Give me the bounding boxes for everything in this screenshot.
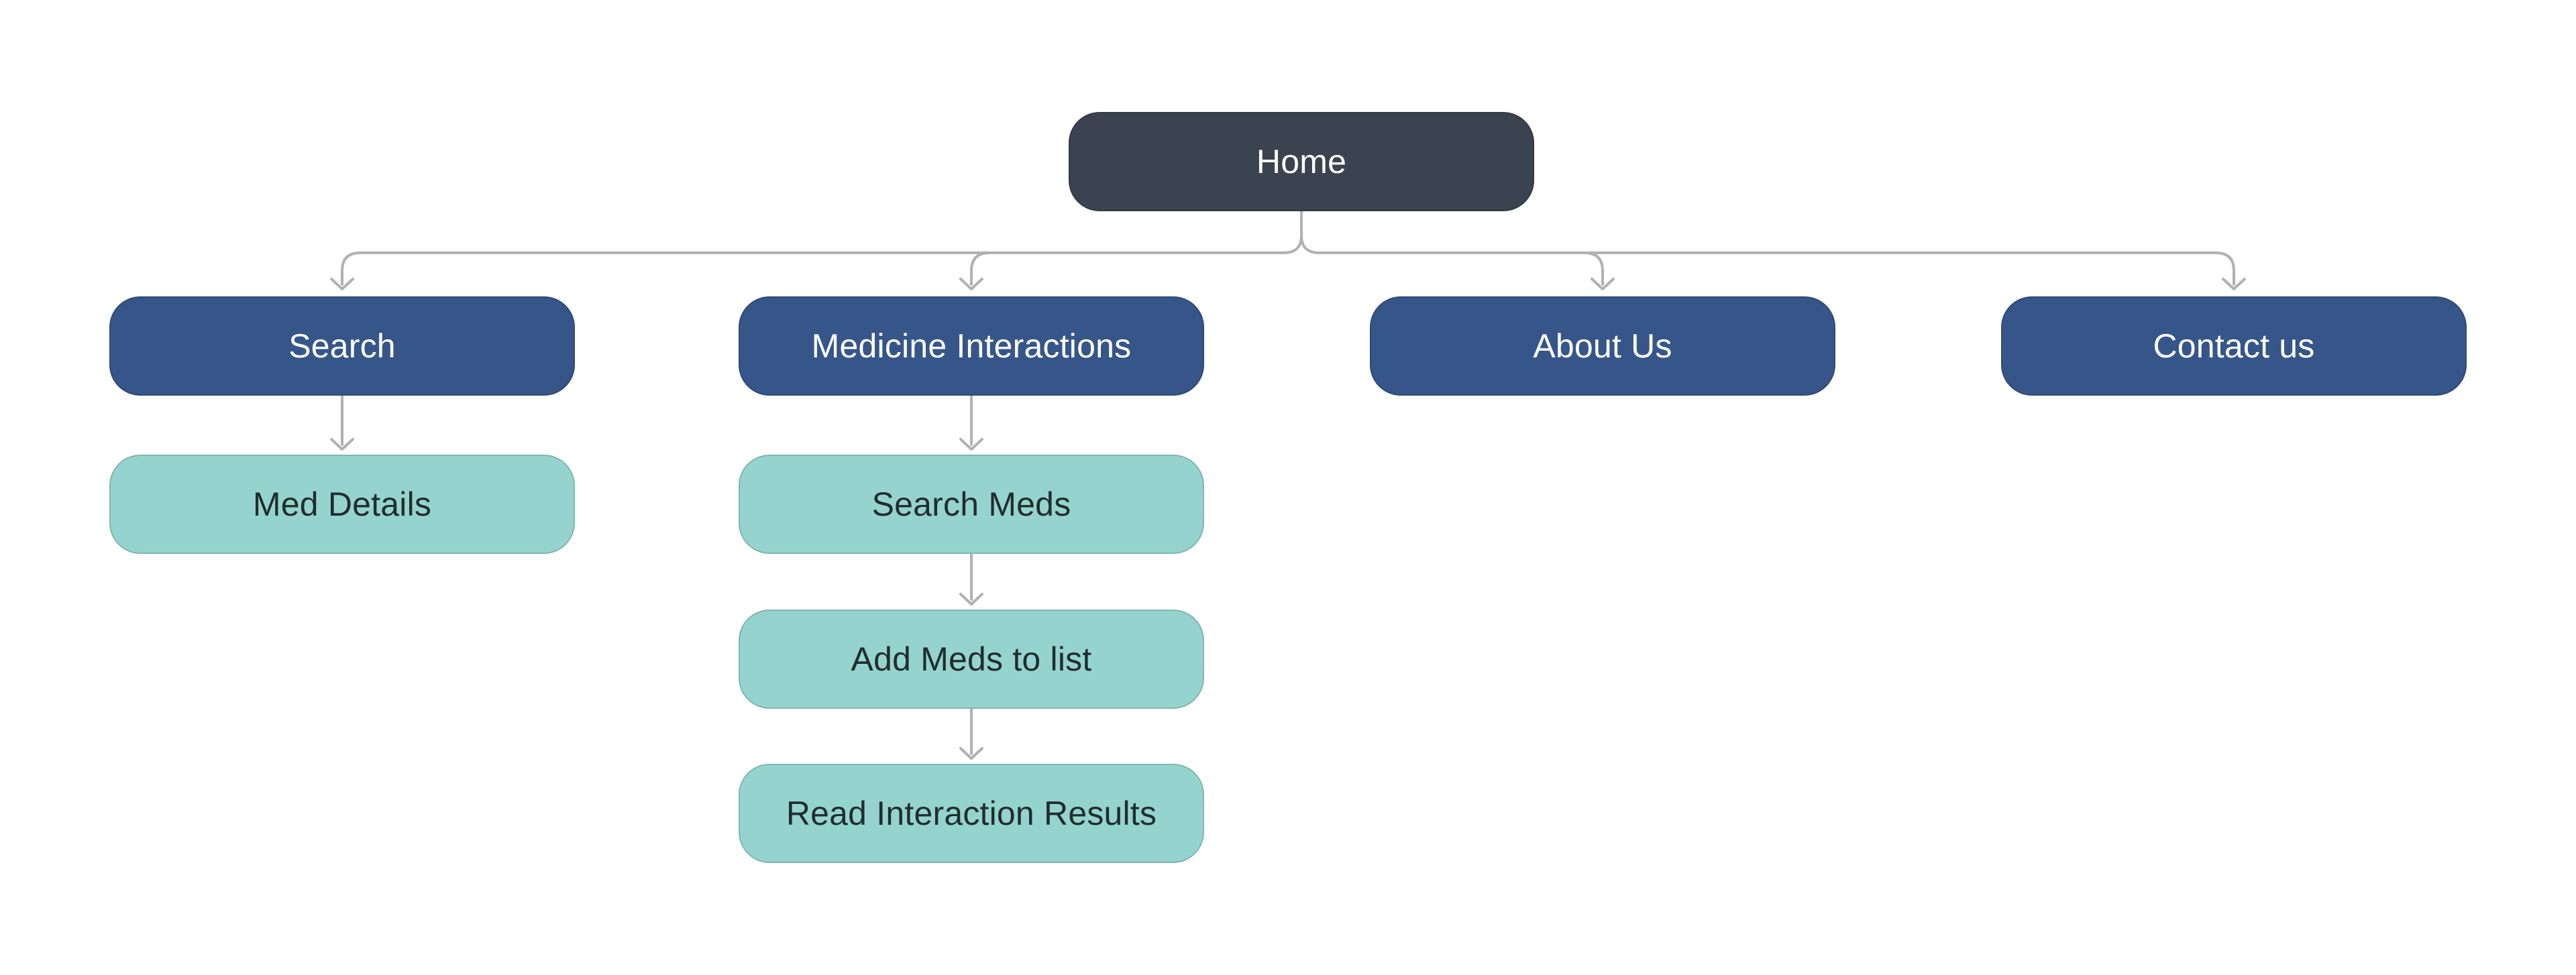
node-home-label: Home [1256, 143, 1347, 180]
connector-home-to-about-us [1583, 251, 1604, 286]
node-contact-us[interactable]: Contact us [2001, 296, 2467, 396]
connector-home-to-contact-us [1300, 234, 2235, 286]
node-home[interactable]: Home [1069, 112, 1534, 211]
node-read-interaction-results[interactable]: Read Interaction Results [739, 764, 1204, 863]
node-search-meds[interactable]: Search Meds [739, 455, 1204, 554]
arrowhead-med-details [330, 438, 354, 451]
node-search-meds-label: Search Meds [871, 485, 1071, 523]
node-add-meds-to-list[interactable]: Add Meds to list [739, 610, 1204, 709]
arrowhead-search-meds [959, 438, 983, 451]
arrowhead-medicine-interactions [959, 278, 983, 290]
node-med-details[interactable]: Med Details [109, 455, 575, 554]
node-medicine-interactions[interactable]: Medicine Interactions [739, 296, 1204, 396]
arrowhead-read-results [959, 747, 983, 760]
node-search[interactable]: Search [109, 296, 575, 396]
node-med-details-label: Med Details [252, 485, 432, 523]
connector-home-to-medicine-interactions [970, 251, 991, 286]
arrowhead-contact-us [2222, 278, 2246, 290]
node-about-us[interactable]: About Us [1370, 296, 1835, 396]
node-medicine-interactions-label: Medicine Interactions [811, 327, 1132, 365]
arrowhead-search [330, 278, 354, 290]
arrowhead-about-us [1591, 278, 1615, 290]
node-about-us-label: About Us [1533, 327, 1672, 365]
node-add-meds-to-list-label: Add Meds to list [851, 640, 1092, 678]
node-read-interaction-results-label: Read Interaction Results [786, 795, 1157, 832]
arrowhead-add-meds [959, 593, 983, 606]
node-search-label: Search [288, 327, 396, 365]
node-contact-us-label: Contact us [2153, 327, 2315, 365]
connector-home-to-search [341, 234, 1303, 286]
